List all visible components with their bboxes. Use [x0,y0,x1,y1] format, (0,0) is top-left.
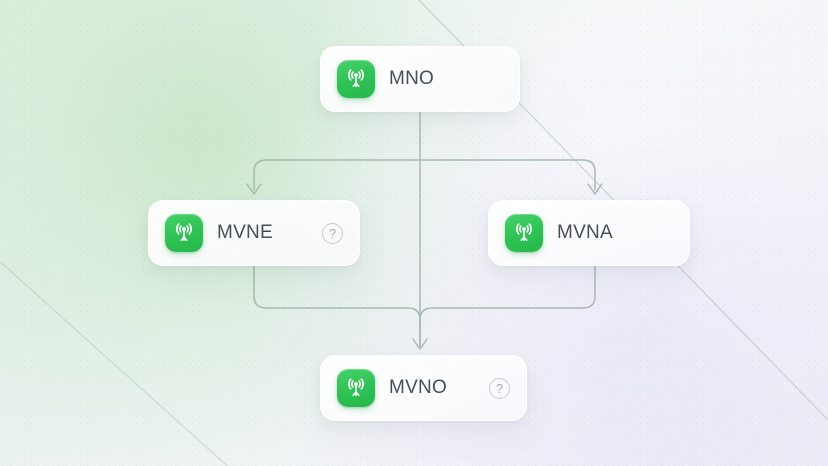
diagonal-line-lower [0,260,229,466]
node-mvna[interactable]: MVNA [488,200,690,266]
node-label: MVNO [389,377,447,398]
edge-mvna-to-mvno [419,265,596,347]
node-mvno[interactable]: MVNO ? [320,355,527,421]
cell-tower-icon [337,60,375,98]
cell-tower-icon [165,214,203,252]
edge-mno-to-mvne [253,159,421,191]
node-label: MNO [389,68,435,89]
help-icon[interactable]: ? [489,377,510,399]
node-label: MVNE [217,222,273,243]
node-mvne[interactable]: MVNE ? [148,200,360,266]
node-mno[interactable]: MNO [320,46,520,112]
arrowhead-mvna [587,183,603,195]
cell-tower-icon [337,369,375,407]
help-icon[interactable]: ? [322,222,343,244]
arrowhead-mvne [246,183,262,195]
edge-mno-to-mvna [419,159,596,191]
cell-tower-icon [505,214,543,252]
arrowhead-mvno [412,338,428,350]
edge-mvne-to-mvno [253,265,421,347]
node-label: MVNA [557,222,613,243]
